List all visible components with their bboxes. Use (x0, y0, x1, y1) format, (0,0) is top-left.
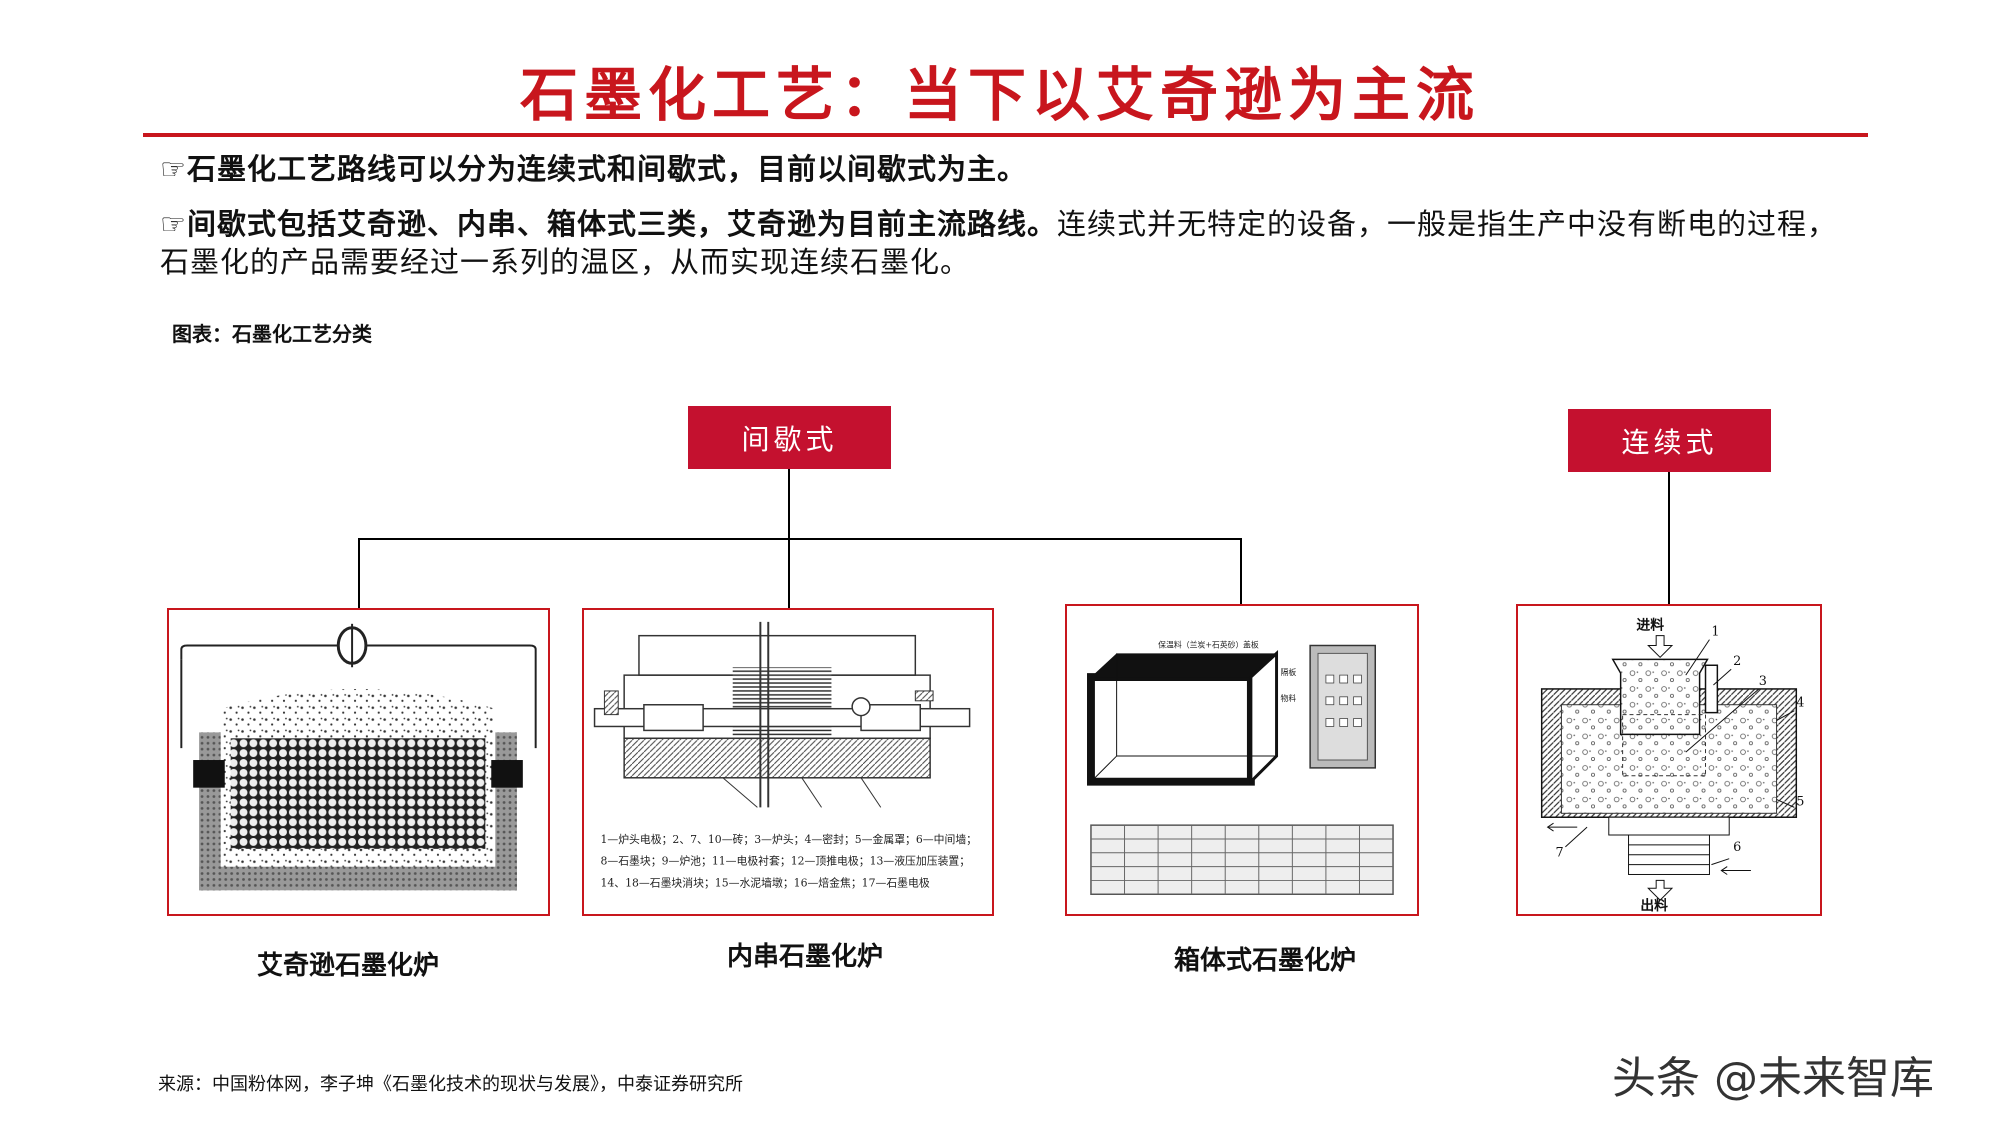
callout-5: 5 (1796, 794, 1804, 809)
callout-4: 4 (1796, 696, 1804, 711)
acheson-furnace-drawing (180, 623, 537, 891)
title-divider (143, 133, 1868, 137)
box-label-material: 物料 (1281, 693, 1297, 703)
continuous-furnace-drawing: 进料 出料 1 2 3 4 5 6 7 (1540, 617, 1804, 914)
watermark: 头条 @未来智库 (1612, 1053, 1934, 1104)
pointing-hand-icon: ☞ (160, 152, 187, 186)
acheson-furnace-diagram (167, 608, 550, 916)
legend-line-1: 1—炉头电极；2、7、10—砖；3—炉头；4—密封；5—金属罩；6—中间墙； (600, 832, 977, 846)
pointing-hand-icon: ☞ (160, 207, 187, 241)
source-note: 来源：中国粉体网，李子坤《石墨化技术的现状与发展》，中泰证券研究所 (158, 1074, 743, 1095)
page-title: 石墨化工艺：当下以艾奇逊为主流 (519, 61, 1480, 129)
figure-caption: 图表：石墨化工艺分类 (172, 322, 372, 346)
bullet-2: ☞间歇式包括艾奇逊、内串、箱体式三类，艾奇逊为目前主流路线。连续式并无特定的设备… (160, 205, 1860, 281)
inner-series-furnace-drawing: 1—炉头电极；2、7、10—砖；3—炉头；4—密封；5—金属罩；6—中间墙； 8… (593, 621, 977, 889)
box-furnace-diagram: 保温料（兰炭+石英砂） 盖板 隔板 物料 (1065, 604, 1419, 916)
callout-1: 1 (1711, 625, 1719, 640)
continuous-label-in: 进料 (1636, 617, 1664, 634)
bullet-1-text: 石墨化工艺路线可以分为连续式和间歇式，目前以间歇式为主。 (187, 152, 1028, 186)
connector-box (1240, 538, 1242, 604)
continuous-label-out: 出料 (1640, 897, 1668, 914)
continuous-furnace-diagram: 进料 出料 1 2 3 4 5 6 7 (1516, 604, 1822, 916)
connector-continuous (1668, 472, 1670, 604)
callout-7: 7 (1556, 846, 1564, 861)
inner-series-furnace-diagram: 1—炉头电极；2、7、10—砖；3—炉头；4—密封；5—金属罩；6—中间墙； 8… (582, 608, 994, 916)
callout-2: 2 (1733, 654, 1741, 669)
connector-trunk (788, 469, 790, 539)
callout-3: 3 (1759, 674, 1767, 689)
acheson-furnace-label: 艾奇逊石墨化炉 (256, 951, 439, 981)
box-label-cover: 盖板 (1243, 639, 1259, 649)
connector-inner-series (788, 538, 790, 608)
box-furnace-drawing: 保温料（兰炭+石英砂） 盖板 隔板 物料 (1087, 639, 1394, 895)
box-label-insulation: 保温料（兰炭+石英砂） (1158, 639, 1243, 649)
box-label-partition: 隔板 (1281, 667, 1297, 677)
bullet-2-text: 连续式并无特定的设备，一般是指生产中没有断电的过程，石墨化的产品需要经过一系列的… (160, 207, 1838, 279)
callout-6: 6 (1733, 840, 1741, 855)
legend-line-3: 14、18—石墨块消块；15—水泥墙墩；16—焙金焦；17—石墨电极 (600, 875, 929, 889)
bullet-1: ☞石墨化工艺路线可以分为连续式和间歇式，目前以间歇式为主。 (160, 150, 1860, 188)
category-continuous: 连续式 (1568, 409, 1771, 472)
box-furnace-label: 箱体式石墨化炉 (1173, 946, 1356, 976)
connector-horizontal (358, 538, 1241, 540)
legend-line-2: 8—石墨块；9—炉池；11—电极衬套；12—顶推电极；13—液压加压装置； (600, 854, 970, 868)
category-intermittent: 间歇式 (688, 406, 891, 469)
bullet-2-bold-text: 间歇式包括艾奇逊、内串、箱体式三类，艾奇逊为目前主流路线。 (187, 207, 1058, 241)
inner-series-furnace-label: 内串石墨化炉 (726, 942, 883, 972)
connector-acheson (358, 538, 360, 608)
